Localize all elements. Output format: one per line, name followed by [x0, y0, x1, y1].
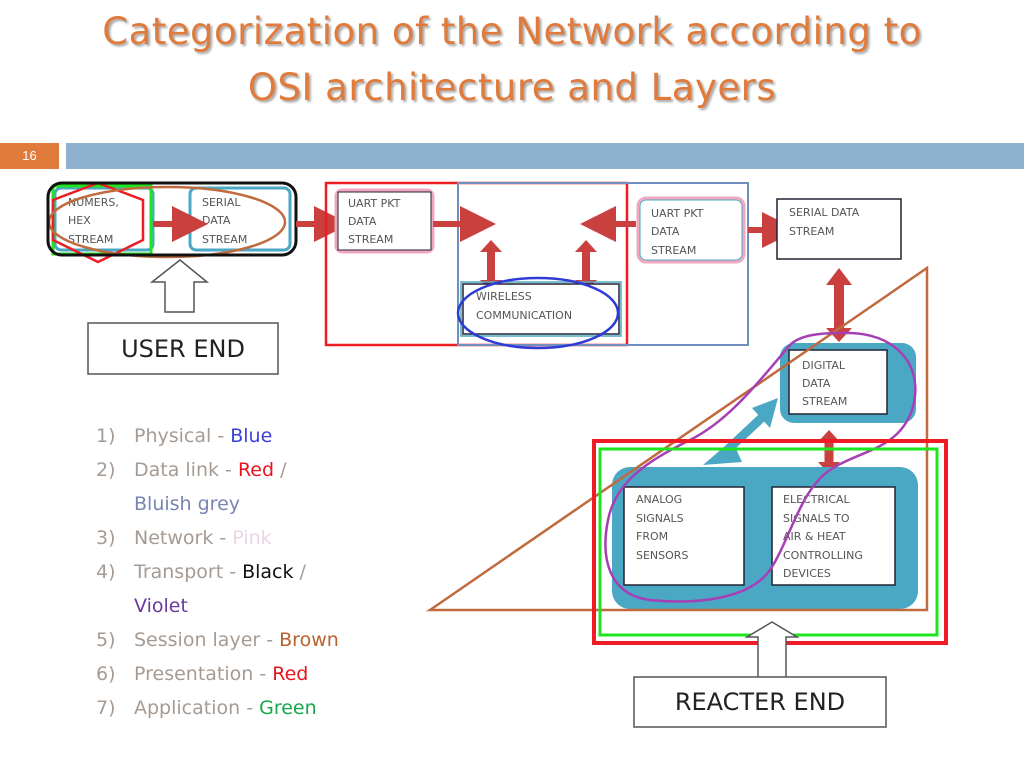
box-electrical — [771, 486, 896, 586]
legend-color-name: Green — [259, 697, 317, 719]
reacter-end-box — [633, 676, 887, 728]
legend-item-data-link-cont: Bluish grey — [96, 487, 339, 521]
legend-color-name: Violet — [134, 595, 188, 617]
box-analog — [623, 486, 745, 586]
svg-text:DIGITAL: DIGITAL — [802, 359, 846, 372]
box-wireless — [462, 283, 620, 335]
transport-violet-loop — [604, 331, 917, 603]
legend-item-data-link: 2) Data link - Red / — [96, 453, 339, 487]
user-end-label: USER END — [121, 335, 245, 363]
presentation-hexagon — [51, 181, 145, 264]
legend-color-name: Blue — [230, 425, 273, 447]
svg-text:SERIAL: SERIAL — [202, 196, 241, 209]
box-serial-right-text: SERIAL DATA STREAM — [789, 206, 860, 238]
box-serial-right — [776, 198, 902, 260]
box-uart-left-text: UART PKT DATA STREAM — [348, 197, 401, 246]
box-wireless-text: WIRELESS COMMUNICATION — [476, 290, 572, 322]
svg-text:DATA: DATA — [651, 225, 680, 238]
svg-text:DATA: DATA — [202, 214, 231, 227]
svg-text:COMMUNICATION: COMMUNICATION — [476, 309, 572, 322]
legend-item-transport: 4) Transport - Black / — [96, 555, 339, 589]
reacter-end-arrow — [744, 621, 800, 677]
box-serial-left-text: SERIAL DATA STREAM — [202, 196, 247, 246]
svg-text:SERIAL DATA: SERIAL DATA — [789, 206, 860, 219]
box-numbers-hex — [53, 186, 155, 252]
legend-color-name: Pink — [232, 527, 272, 549]
svg-text:AIR & HEAT: AIR & HEAT — [783, 530, 846, 543]
legend-item-application: 7) Application - Green — [96, 691, 339, 725]
svg-text:HEX: HEX — [68, 214, 91, 227]
svg-text:SIGNALS: SIGNALS — [636, 512, 684, 525]
slide-title: Categorization of the Network according … — [0, 4, 1024, 116]
svg-text:UART PKT: UART PKT — [651, 207, 704, 220]
svg-text:STREAM: STREAM — [202, 233, 247, 246]
layer-legend: 1) Physical - Blue 2) Data link - Red / … — [96, 419, 339, 725]
title-line-1: Categorization of the Network according … — [102, 10, 922, 53]
svg-text:STREAM: STREAM — [802, 395, 847, 408]
box-digital — [788, 349, 888, 415]
svg-text:STREAM: STREAM — [68, 233, 113, 246]
svg-text:UART PKT: UART PKT — [348, 197, 401, 210]
title-line-2: OSI architecture and Layers — [247, 66, 777, 109]
legend-color-name: Brown — [279, 629, 339, 651]
legend-item-transport-cont: Violet — [96, 589, 339, 623]
legend-color-name: Red — [272, 663, 309, 685]
legend-item-session: 5) Session layer - Brown — [96, 623, 339, 657]
box-digital-text: DIGITAL DATA STREAM — [802, 359, 847, 408]
svg-text:FROM: FROM — [636, 530, 668, 543]
svg-text:STREAM: STREAM — [789, 225, 834, 238]
svg-text:DATA: DATA — [348, 215, 377, 228]
svg-text:NUMERS,: NUMERS, — [68, 196, 119, 209]
svg-text:CONTROLLING: CONTROLLING — [783, 549, 863, 562]
legend-color-name: Black — [242, 561, 294, 583]
box-uart-right-text: UART PKT DATA STREAM — [651, 207, 704, 257]
legend-item-presentation: 6) Presentation - Red — [96, 657, 339, 691]
legend-color-name: Red — [237, 459, 275, 481]
physical-ellipse — [456, 276, 620, 350]
reacter-end-label: REACTER END — [675, 688, 845, 716]
svg-text:DATA: DATA — [802, 377, 831, 390]
header-bar — [66, 143, 1024, 169]
user-end-box — [87, 322, 279, 375]
box-analog-text: ANALOG SIGNALS FROM SENSORS — [636, 493, 688, 562]
svg-text:ELECTRICAL: ELECTRICAL — [783, 493, 851, 506]
data-link-grey-outline — [457, 182, 749, 346]
svg-text:SENSORS: SENSORS — [636, 549, 688, 562]
svg-text:DEVICES: DEVICES — [783, 567, 831, 580]
svg-text:WIRELESS: WIRELESS — [476, 290, 532, 303]
box-electrical-text: ELECTRICAL SIGNALS TO AIR & HEAT CONTROL… — [783, 493, 863, 580]
svg-text:STREAM: STREAM — [651, 244, 696, 257]
transport-outline — [46, 181, 298, 257]
svg-text:ANALOG: ANALOG — [636, 493, 682, 506]
svg-text:SIGNALS TO: SIGNALS TO — [783, 512, 850, 525]
legend-color-name: Bluish grey — [134, 493, 241, 515]
user-end-arrow — [149, 259, 210, 313]
legend-item-physical: 1) Physical - Blue — [96, 419, 339, 453]
box-uart-right — [636, 196, 746, 264]
slide-number: 16 — [0, 143, 59, 169]
svg-text:STREAM: STREAM — [348, 233, 393, 246]
legend-item-network: 3) Network - Pink — [96, 521, 339, 555]
